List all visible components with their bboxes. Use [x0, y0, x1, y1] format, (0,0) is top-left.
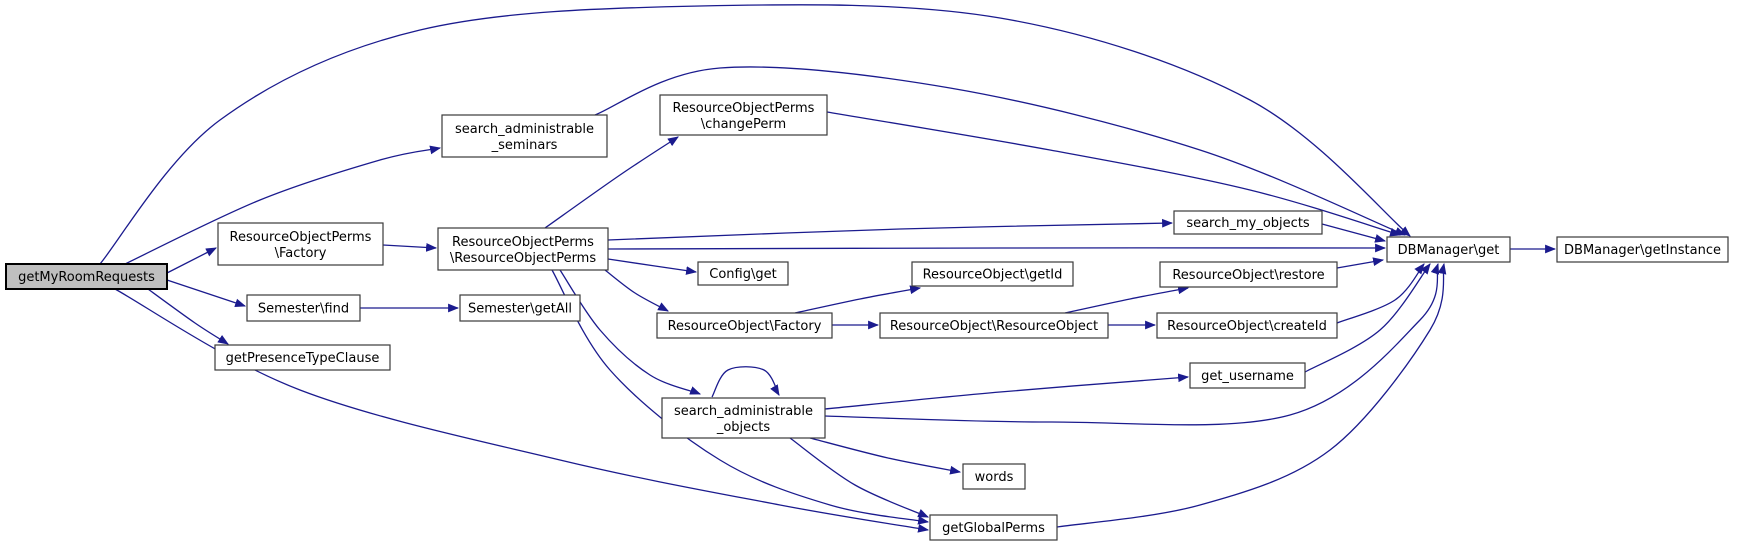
node-label: DBManager\getInstance — [1564, 243, 1721, 258]
node-label: DBManager\get — [1398, 243, 1500, 258]
node-label: _seminars — [491, 138, 558, 153]
node-label: ResourceObject\restore — [1172, 268, 1324, 283]
node-label: \changePerm — [701, 117, 786, 132]
function-box[interactable] — [217, 222, 384, 266]
node-semester-get-all[interactable]: Semester\getAll — [459, 294, 581, 322]
edge-get-global-perms--dbmanager-get — [1056, 262, 1447, 528]
edge-resource-object-perms-factory--resource-object-perms-resource-object-perms — [382, 243, 438, 252]
edge-get-my-room-requests--get-presence-type-clause — [147, 288, 229, 345]
node-label: Config\get — [709, 267, 776, 282]
function-box[interactable] — [441, 114, 608, 158]
node-label: _objects — [716, 420, 771, 435]
node-resource-object-perms-resource-object-perms[interactable]: ResourceObjectPerms\ResourceObjectPerms — [437, 227, 609, 271]
node-label: ResourceObject\getId — [923, 268, 1063, 283]
function-box[interactable] — [1173, 210, 1323, 235]
node-label: ResourceObjectPerms — [230, 230, 372, 245]
function-box[interactable] — [1556, 236, 1729, 263]
edge-resource-object-resource-object--resource-object-restore — [1064, 285, 1190, 314]
edge-get-my-room-requests--dbmanager-get — [99, 4, 1411, 265]
node-label: Semester\find — [258, 302, 349, 317]
edge-search-administrable-objects--dbmanager-get — [824, 262, 1440, 426]
edge-resource-object-perms-resource-object-perms--get-global-perms — [551, 269, 930, 525]
function-box[interactable] — [929, 514, 1058, 541]
function-box[interactable] — [656, 312, 833, 339]
function-box[interactable] — [1159, 261, 1338, 288]
edge-resource-object-perms-resource-object-perms--config-get — [607, 258, 698, 275]
edge-search-administrable-seminars--dbmanager-get — [594, 66, 1407, 236]
node-label: getPresenceTypeClause — [226, 351, 380, 366]
node-search-administrable-objects[interactable]: search_administrable_objects — [661, 397, 826, 439]
node-resource-object-resource-object[interactable]: ResourceObject\ResourceObject — [879, 312, 1109, 339]
node-get-global-perms[interactable]: getGlobalPerms — [929, 514, 1058, 541]
function-box[interactable] — [661, 397, 826, 439]
edge-search-administrable-objects--get-username — [824, 373, 1190, 410]
edge-resource-object-perms-resource-object-perms--search-my-objects — [607, 218, 1174, 241]
node-get-presence-type-clause[interactable]: getPresenceTypeClause — [214, 344, 391, 371]
node-config-get[interactable]: Config\get — [697, 261, 789, 286]
function-box[interactable] — [879, 312, 1109, 339]
node-label: ResourceObjectPerms — [673, 101, 815, 116]
edge-resource-object-restore--dbmanager-get — [1336, 257, 1385, 269]
node-label: words — [975, 470, 1014, 485]
function-box[interactable] — [659, 94, 828, 136]
edge-resource-object-perms-resource-object-perms--dbmanager-get — [607, 243, 1387, 253]
edge-resource-object-perms-resource-object-perms--resource-object-factory — [604, 269, 669, 312]
function-box[interactable] — [1386, 236, 1511, 263]
node-label: search_administrable — [674, 404, 813, 419]
function-box[interactable] — [911, 261, 1074, 287]
node-label: getGlobalPerms — [942, 521, 1045, 536]
node-resource-object-perms-factory[interactable]: ResourceObjectPerms\Factory — [217, 222, 384, 266]
edge-search-administrable-objects--words — [809, 437, 962, 475]
edge-search-administrable-objects--search-administrable-objects — [711, 366, 780, 398]
node-resource-object-get-id[interactable]: ResourceObject\getId — [911, 261, 1074, 287]
node-get-my-room-requests: getMyRoomRequests — [5, 263, 168, 290]
edge-get-my-room-requests--semester-find — [166, 279, 247, 308]
node-label: ResourceObject\createId — [1167, 319, 1327, 334]
node-label: \Factory — [275, 246, 327, 261]
node-get-username[interactable]: get_username — [1189, 362, 1306, 389]
node-label: search_my_objects — [1186, 216, 1310, 231]
node-resource-object-create-id[interactable]: ResourceObject\createId — [1156, 312, 1338, 339]
node-search-my-objects[interactable]: search_my_objects — [1173, 210, 1323, 235]
node-label: \ResourceObjectPerms — [450, 251, 596, 266]
node-resource-object-perms-change-perm[interactable]: ResourceObjectPerms\changePerm — [659, 94, 828, 136]
node-label: ResourceObjectPerms — [452, 235, 594, 250]
function-box[interactable] — [962, 463, 1026, 490]
edge-search-my-objects--dbmanager-get — [1321, 223, 1387, 243]
function-box[interactable] — [697, 261, 789, 286]
edge-get-my-room-requests--resource-object-perms-factory — [166, 247, 217, 274]
node-label: search_administrable — [455, 122, 594, 137]
edge-resource-object-create-id--dbmanager-get — [1336, 263, 1425, 324]
node-label: getMyRoomRequests — [18, 270, 155, 285]
edge-resource-object-factory--resource-object-get-id — [794, 285, 922, 314]
function-box[interactable] — [459, 294, 581, 322]
function-box[interactable] — [246, 294, 361, 322]
node-label: ResourceObject\ResourceObject — [890, 319, 1098, 334]
node-resource-object-factory[interactable]: ResourceObject\Factory — [656, 312, 833, 339]
node-search-administrable-seminars[interactable]: search_administrable_seminars — [441, 114, 608, 158]
node-label: ResourceObject\Factory — [668, 319, 822, 334]
edge-search-administrable-objects--get-global-perms — [789, 437, 930, 518]
function-box[interactable] — [214, 344, 391, 371]
function-box[interactable] — [1156, 312, 1338, 339]
node-semester-find[interactable]: Semester\find — [246, 294, 361, 322]
edge-get-username--dbmanager-get — [1304, 263, 1431, 373]
node-resource-object-restore[interactable]: ResourceObject\restore — [1159, 261, 1338, 288]
current-function-box — [5, 263, 168, 290]
function-box[interactable] — [1189, 362, 1306, 389]
node-label: get_username — [1201, 369, 1294, 384]
node-words[interactable]: words — [962, 463, 1026, 490]
edge-get-my-room-requests--search-administrable-seminars — [124, 145, 442, 265]
edge-resource-object-perms-change-perm--dbmanager-get — [826, 111, 1402, 237]
node-dbmanager-get-instance[interactable]: DBManager\getInstance — [1556, 236, 1729, 263]
function-box[interactable] — [437, 227, 609, 271]
edge-resource-object-perms-resource-object-perms--resource-object-perms-change-perm — [544, 136, 679, 229]
node-dbmanager-get[interactable]: DBManager\get — [1386, 236, 1511, 263]
node-label: Semester\getAll — [468, 302, 572, 317]
